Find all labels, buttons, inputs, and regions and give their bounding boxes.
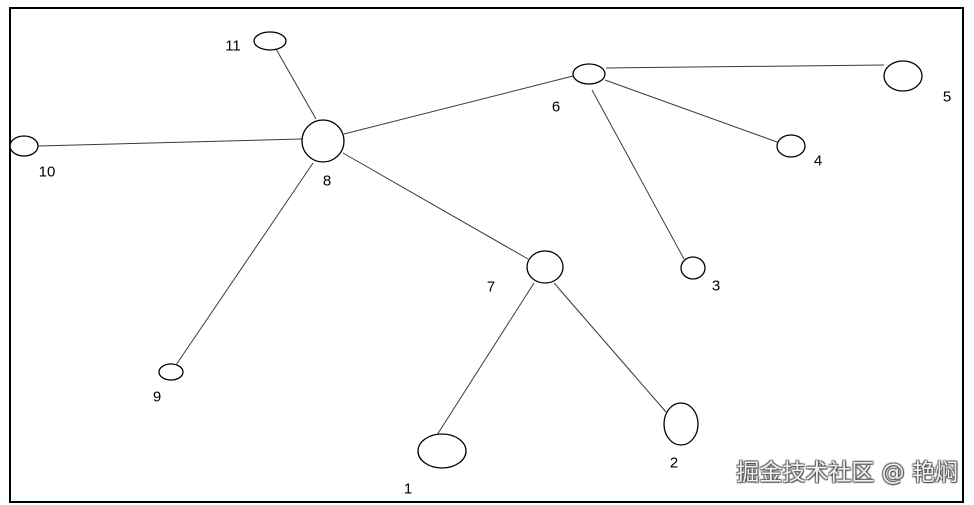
node-7-label: 7 — [487, 279, 495, 296]
node-5: 5 — [883, 60, 951, 106]
node-8: 8 — [301, 119, 345, 190]
node-4-circle — [776, 134, 806, 158]
watermark-text: 掘金技术社区 @ 艳焖 — [736, 460, 958, 486]
node-3-label: 3 — [712, 278, 720, 295]
node-6: 6 — [552, 63, 606, 116]
node-11: 11 — [225, 31, 287, 55]
edge-7-1 — [436, 282, 535, 436]
node-7: 7 — [487, 250, 564, 296]
node-10-label: 10 — [39, 164, 56, 181]
node-1-label: 1 — [404, 481, 412, 498]
node-9-circle — [158, 363, 184, 381]
edge-7-2 — [553, 282, 667, 413]
node-2-label: 2 — [670, 455, 678, 472]
node-6-label: 6 — [552, 99, 560, 116]
node-1: 1 — [404, 433, 467, 498]
node-9: 9 — [153, 363, 184, 406]
node-4-label: 4 — [814, 153, 822, 170]
node-5-label: 5 — [943, 89, 951, 106]
edge-6-3 — [591, 89, 685, 260]
node-6-circle — [572, 63, 606, 85]
node-layer: 1 2 3 4 5 6 7 8 — [9, 31, 951, 498]
node-8-label: 8 — [323, 173, 331, 190]
edge-8-7 — [342, 152, 529, 260]
edge-8-10 — [37, 138, 303, 147]
node-8-circle — [301, 119, 345, 163]
edge-8-9 — [175, 162, 314, 366]
node-3: 3 — [680, 256, 720, 295]
node-10: 10 — [9, 135, 56, 181]
edge-6-4 — [604, 79, 778, 143]
node-10-circle — [9, 135, 39, 157]
node-5-circle — [883, 60, 923, 92]
edge-8-6 — [343, 75, 574, 135]
node-3-circle — [680, 256, 706, 280]
node-2-circle — [663, 402, 699, 446]
diagram-frame — [9, 7, 964, 503]
node-11-label: 11 — [225, 38, 241, 55]
node-7-circle — [526, 250, 564, 284]
edge-8-11 — [275, 48, 317, 120]
node-4: 4 — [776, 134, 822, 170]
node-9-label: 9 — [153, 389, 161, 406]
edge-6-5 — [605, 64, 885, 69]
node-11-circle — [253, 31, 287, 51]
node-1-circle — [417, 433, 467, 469]
node-2: 2 — [663, 402, 699, 472]
edge-layer — [37, 48, 885, 436]
